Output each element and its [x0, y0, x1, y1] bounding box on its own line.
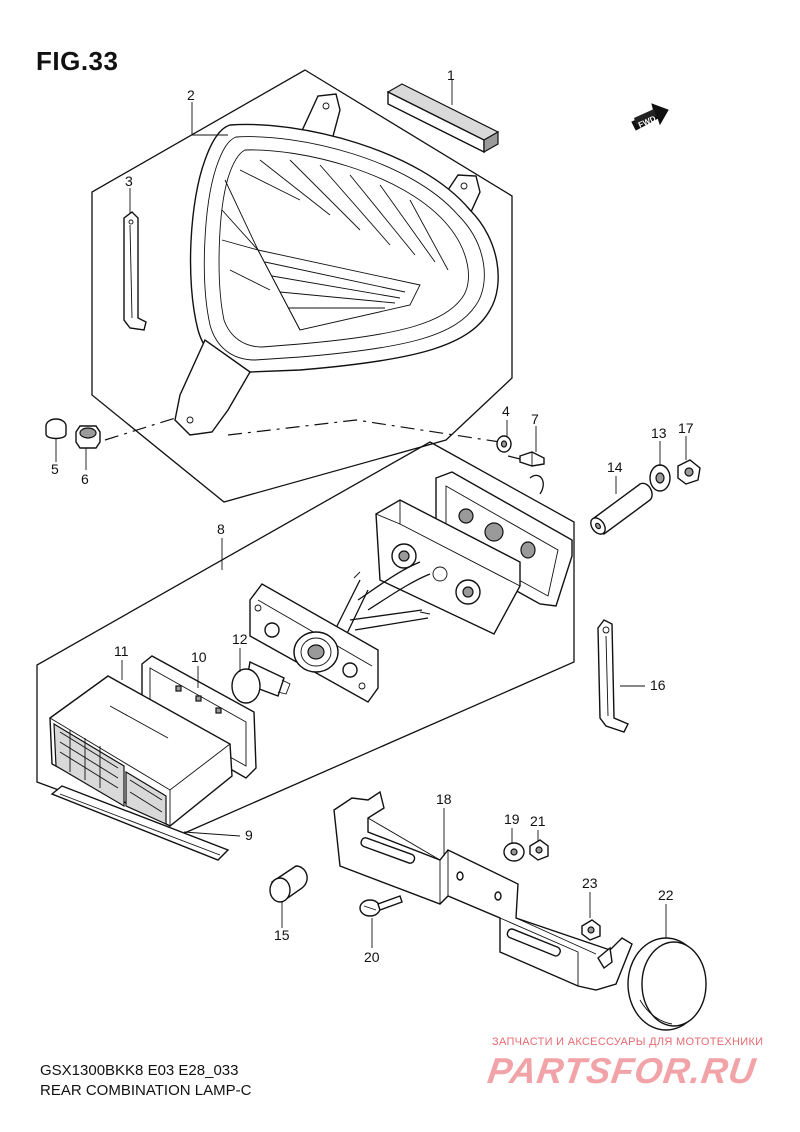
callout-20: 20	[364, 949, 380, 965]
callout-14: 14	[607, 459, 623, 475]
callout-19: 19	[504, 811, 520, 827]
diagram-title: REAR COMBINATION LAMP-C	[40, 1082, 252, 1099]
callout-8: 8	[217, 521, 225, 537]
part-7-screw	[507, 451, 545, 467]
callout-2: 2	[187, 87, 195, 103]
callout-22: 22	[658, 887, 674, 903]
part-16-bracket	[597, 619, 629, 733]
callout-5: 5	[51, 461, 59, 477]
part-20-screw	[359, 895, 403, 917]
part-3-bracket-strip	[123, 211, 147, 331]
callout-9: 9	[245, 827, 253, 843]
part-14-spacer	[590, 482, 653, 536]
callout-6: 6	[81, 471, 89, 487]
callout-23: 23	[582, 875, 598, 891]
part-9-strip	[50, 785, 230, 861]
callout-1: 1	[447, 67, 455, 83]
callout-labels: 1 2 3 4 5 6 7 8 9 10 11 12 13 14 15 16 1…	[51, 67, 694, 965]
callout-4: 4	[502, 403, 510, 419]
part-15-cushion	[269, 865, 308, 904]
part-8-lamp-assembly	[249, 471, 573, 703]
callout-13: 13	[651, 425, 667, 441]
part-18-plate-bracket	[333, 790, 633, 991]
figure-title: FIG.33	[36, 46, 119, 76]
part-2-tail-lamp-housing	[174, 93, 499, 436]
callout-7: 7	[531, 411, 539, 427]
watermark-logo: PARTSFOR.RU	[485, 1050, 759, 1091]
watermark-tagline: ЗАПЧАСТИ И АКСЕССУАРЫ ДЛЯ МОТОТЕХНИКИ	[492, 1036, 764, 1048]
part-4-washer	[496, 435, 512, 453]
part-1-pad	[386, 83, 500, 154]
callout-12: 12	[232, 631, 248, 647]
callout-11: 11	[114, 643, 129, 659]
part-22-reflector	[627, 937, 707, 1031]
fwd-arrow-icon: FWD	[631, 103, 669, 131]
callout-15: 15	[274, 927, 290, 943]
part-19-washer	[503, 842, 525, 862]
callout-17: 17	[678, 420, 694, 436]
part-5-grommet	[45, 418, 67, 440]
diagram-code: GSX1300BKK8 E03 E28_033	[40, 1062, 239, 1079]
alignment-line-1	[104, 414, 186, 441]
part-11-lens	[49, 675, 233, 827]
group-boundary-upper	[91, 69, 513, 503]
part-17-nut	[677, 459, 701, 485]
callout-10: 10	[191, 649, 207, 665]
callout-3: 3	[125, 173, 133, 189]
callout-16: 16	[650, 677, 666, 693]
leader-lines	[55, 80, 687, 948]
part-21-nut	[529, 839, 549, 861]
callout-18: 18	[436, 791, 452, 807]
part-23-nut	[581, 919, 601, 941]
alignment-line-2	[227, 419, 501, 443]
callout-21: 21	[530, 813, 546, 829]
part-13-washer	[649, 464, 671, 492]
part-12-bulb	[231, 660, 291, 704]
part-6-collar	[75, 425, 101, 449]
